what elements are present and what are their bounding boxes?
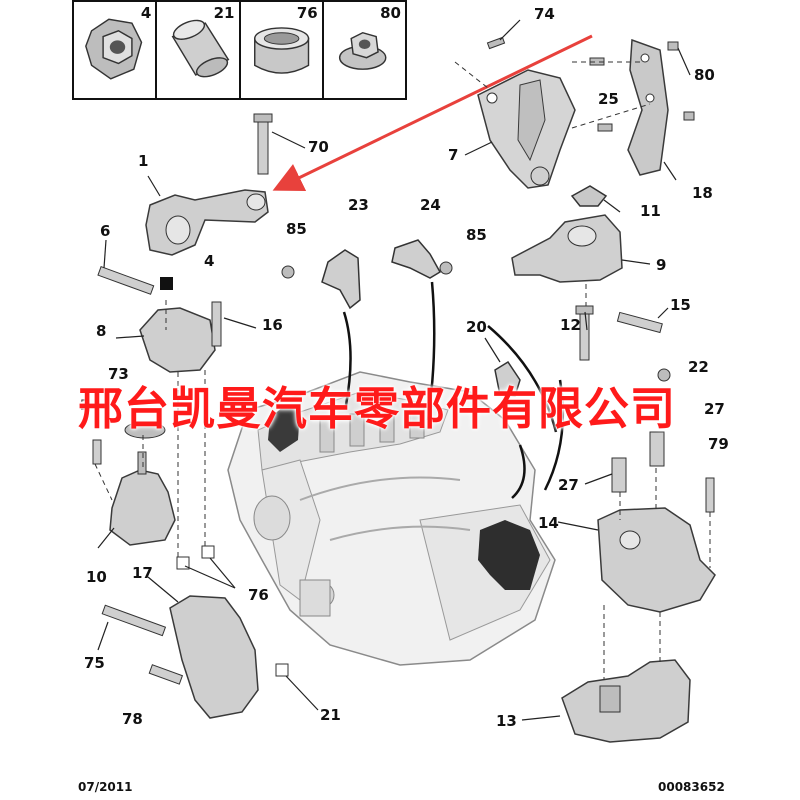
part-85-screw-a — [281, 265, 295, 279]
legend-num: 4 — [140, 4, 152, 22]
callout-76: 76 — [248, 586, 269, 604]
callout-78: 78 — [122, 710, 143, 728]
callout-15: 15 — [670, 296, 691, 314]
callout-27-top: 27 — [704, 400, 725, 418]
legend-box: 4 21 76 80 — [72, 0, 407, 100]
legend-num: 80 — [380, 4, 401, 22]
part-17-lower-bracket — [169, 595, 259, 719]
part-1-upper-mount — [145, 189, 269, 256]
callout-8: 8 — [96, 322, 107, 340]
leader-lines — [97, 19, 691, 721]
legend-cell-76: 76 — [241, 2, 324, 98]
part-18-plate — [627, 38, 669, 176]
part-14-mount — [597, 507, 716, 613]
part-20-bracket — [494, 360, 521, 397]
callout-7: 7 — [448, 146, 459, 164]
part-85-screw-b — [439, 261, 453, 275]
part-24-bracket — [391, 239, 442, 279]
part-12-bolt — [575, 305, 594, 361]
part-4-marker — [160, 277, 173, 290]
legend-cell-4: 4 — [74, 2, 158, 98]
callout-75: 75 — [84, 654, 105, 672]
callout-85-left: 85 — [286, 220, 307, 238]
part-16-bolt — [211, 301, 222, 347]
callout-1: 1 — [138, 152, 149, 170]
callout-6: 6 — [100, 222, 111, 240]
legend-cell-21: 21 — [157, 2, 241, 98]
part-23-bracket — [321, 249, 361, 310]
part-8-bracket — [139, 307, 216, 373]
callout-73: 73 — [108, 365, 129, 383]
sleeve-bush-icon — [253, 27, 309, 74]
alignment-lines — [94, 61, 711, 680]
callout-18: 18 — [692, 184, 713, 202]
legend-num: 21 — [213, 4, 235, 22]
part-21-box — [275, 663, 289, 677]
callout-17: 17 — [132, 564, 153, 582]
callout-80: 80 — [694, 66, 715, 84]
footer-reference: 00083652 — [658, 780, 725, 794]
part-78-bolt — [148, 664, 184, 685]
callout-23: 23 — [348, 196, 369, 214]
part-10-mount — [109, 451, 176, 546]
callout-11: 11 — [640, 202, 661, 220]
indicator-arrow — [272, 34, 593, 192]
legend-cell-80: 80 — [324, 2, 405, 98]
part-73-washer — [124, 421, 166, 439]
hex-flange-nut-icon — [85, 18, 143, 80]
part-9-mount — [511, 214, 623, 283]
part-13-base — [561, 659, 691, 743]
part-15-bolt — [616, 311, 663, 334]
callout-12: 12 — [560, 316, 581, 334]
callout-22: 22 — [688, 358, 709, 376]
part-22-screw — [657, 368, 671, 382]
part-11-cap — [570, 185, 608, 207]
part-76-box-b — [201, 545, 215, 559]
callout-10: 10 — [86, 568, 107, 586]
part-75-bolt — [101, 604, 167, 637]
part-6-bolt — [97, 266, 155, 295]
part-7-bracket — [477, 69, 576, 189]
part-70-bolt — [253, 113, 273, 175]
callout-14: 14 — [538, 514, 559, 532]
callout-4: 4 — [204, 252, 215, 270]
callout-16: 16 — [262, 316, 283, 334]
callout-27-bottom: 27 — [558, 476, 579, 494]
callout-2: 2 — [80, 396, 91, 414]
engine-gearbox-assembly — [227, 371, 556, 666]
callout-13: 13 — [496, 712, 517, 730]
cylinder-bush-icon — [171, 19, 230, 78]
callout-85-right: 85 — [466, 226, 487, 244]
footer-date: 07/2011 — [78, 780, 133, 794]
callout-24: 24 — [420, 196, 441, 214]
callout-20: 20 — [466, 318, 487, 336]
part-79-bolt — [705, 477, 715, 513]
legend-num: 76 — [296, 4, 318, 22]
callout-74: 74 — [534, 5, 555, 23]
callout-79: 79 — [708, 435, 729, 453]
flange-nut-icon — [338, 31, 387, 70]
callout-25: 25 — [598, 90, 619, 108]
part-2-screw — [92, 439, 102, 465]
part-27-clip-b — [649, 431, 665, 467]
callout-9: 9 — [656, 256, 667, 274]
part-27-clip-a — [611, 457, 627, 493]
callout-70: 70 — [308, 138, 329, 156]
company-watermark: 邢台凯曼汽车零部件有限公司 — [78, 382, 677, 435]
connector-curves — [342, 281, 565, 499]
callout-21: 21 — [320, 706, 341, 724]
